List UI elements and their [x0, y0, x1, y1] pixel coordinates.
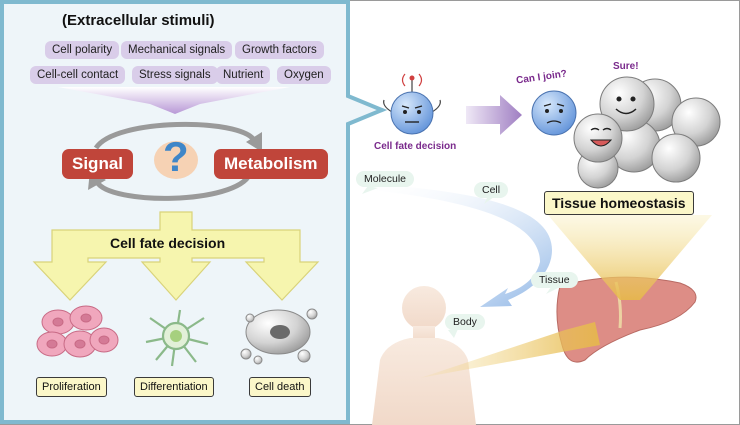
scale-body: Body — [445, 314, 485, 330]
differentiation-cell — [145, 309, 209, 367]
tissue-cluster — [573, 76, 721, 189]
chip-stress-signals: Stress signals — [132, 66, 218, 84]
sure-text: Sure! — [613, 61, 639, 72]
chip-cell-polarity: Cell polarity — [45, 41, 120, 59]
scale-cell: Cell — [474, 182, 509, 198]
chip-nutrient: Nutrient — [216, 66, 271, 84]
signal-box: Signal — [62, 149, 134, 179]
body-beam — [420, 322, 600, 378]
chip-oxygen: Oxygen — [277, 66, 331, 84]
cycle-arrow-top — [93, 121, 257, 150]
cell-death — [240, 308, 318, 365]
cycle-arrow-bottom — [94, 172, 253, 201]
join-arrow — [466, 95, 522, 135]
proliferation-cells — [36, 305, 119, 358]
scale-tissue: Tissue — [531, 272, 578, 288]
metabolism-box: Metabolism — [214, 149, 328, 179]
outcome-cell-death: Cell death — [249, 377, 311, 397]
decision-label: Cell fate decision — [110, 235, 226, 251]
question-blob — [154, 141, 198, 179]
chip-growth-factors: Growth factors — [235, 41, 324, 59]
cell-fate-caption: Cell fate decision — [374, 141, 457, 152]
chip-cell-cell-contact: Cell-cell contact — [30, 66, 126, 84]
panel-title: (Extracellular stimuli) — [62, 12, 215, 29]
human-body — [372, 286, 476, 425]
chip-mechanical-signals: Mechanical signals — [121, 41, 233, 59]
tissue-homeostasis-label: Tissue homeostasis — [544, 191, 694, 215]
joining-cell — [531, 90, 577, 136]
scale-arrow — [355, 183, 552, 307]
stimuli-funnel-arrow — [58, 87, 290, 114]
smiley-face — [615, 96, 637, 115]
outcome-differentiation: Differentiation — [134, 377, 214, 397]
decision-tree-arrow — [32, 211, 320, 301]
homeostasis-beam — [548, 215, 712, 300]
scale-molecule: Molecule — [356, 171, 415, 187]
outcome-proliferation: Proliferation — [36, 377, 107, 397]
laughing-face — [589, 127, 613, 147]
deciding-cell — [383, 73, 441, 135]
question-mark: ? — [163, 133, 189, 180]
